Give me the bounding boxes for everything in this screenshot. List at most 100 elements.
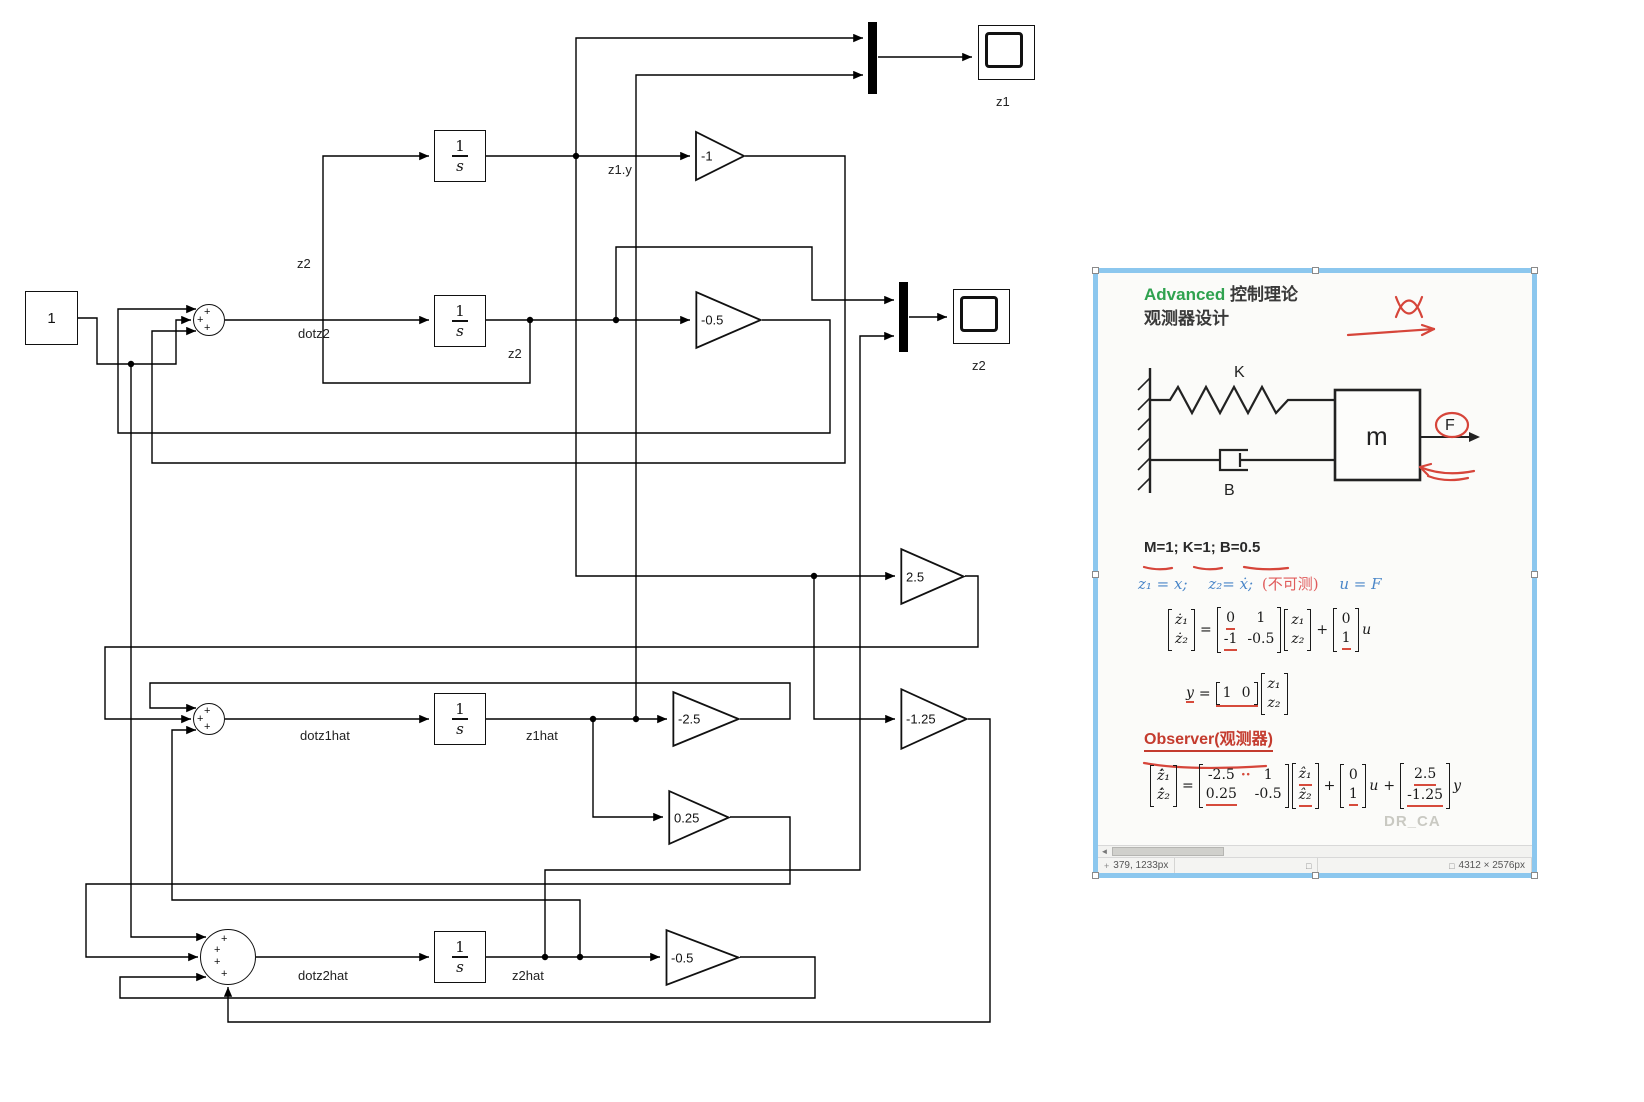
sum-block-z1hat[interactable]: + + + xyxy=(193,703,225,735)
plus-sign: + xyxy=(1316,622,1329,638)
l-matrix: 2.5 -1.25 xyxy=(1400,763,1450,809)
red-dots-annotation: ·· xyxy=(1240,767,1251,783)
damper-label: B xyxy=(1224,482,1235,499)
scope-icon xyxy=(985,32,1023,68)
matrix-cell: ẑ₂ xyxy=(1298,786,1312,807)
signal-label-z1hat: z1hat xyxy=(526,728,558,743)
scope-z2[interactable] xyxy=(953,289,1010,344)
image-size: □ 4312 × 2576px xyxy=(1443,858,1532,873)
integrator-z2hat[interactable]: 1 s xyxy=(434,931,486,983)
integrator-symbol: 1 s xyxy=(452,139,468,173)
mux-z1[interactable] xyxy=(868,22,877,94)
state-vector: z₁ z₂ xyxy=(1284,609,1312,651)
matrix-cell: z₂ xyxy=(1291,631,1305,647)
matrix-cell: -1 xyxy=(1223,630,1238,651)
integrator-z1[interactable]: 1 s xyxy=(434,130,486,182)
output-y: y xyxy=(1186,685,1194,703)
gain-neg0p5-observer[interactable]: -0.5 xyxy=(665,929,740,986)
junction-dot xyxy=(572,152,580,160)
watermark: DR_CA xyxy=(1384,813,1441,830)
output-equation: y = 1 0 z₁ z₂ xyxy=(1186,673,1288,715)
frac-num: 1 xyxy=(455,938,465,957)
matrix-cell: -2.5 xyxy=(1207,767,1235,783)
scrollbar-thumb[interactable] xyxy=(1112,847,1224,856)
selection-handle[interactable] xyxy=(1531,571,1538,578)
b-matrix: 0 1 xyxy=(1333,608,1360,652)
frac-bar xyxy=(452,155,468,157)
gain-neg0p5[interactable]: -0.5 xyxy=(695,291,762,349)
matrix-cell: 0 xyxy=(1341,611,1351,627)
observer-a-matrix: -2.5 ·· 1 0.25 -0.5 xyxy=(1198,764,1289,808)
equals-sign: = xyxy=(1200,622,1212,638)
frac-num: 1 xyxy=(455,302,465,321)
frac-num: 1 xyxy=(455,700,465,719)
constant-block[interactable]: 1 xyxy=(25,291,78,345)
integrator-symbol: 1 s xyxy=(452,702,468,736)
observer-equation: ẑ̇₁ ẑ̇₂ = -2.5 ·· 1 0.25 -0.5 ẑ₁ ẑ₂ + xyxy=(1150,763,1461,809)
selection-handle[interactable] xyxy=(1312,872,1319,879)
gain-neg1[interactable]: -1 xyxy=(695,131,745,181)
parameters-text: M=1; K=1; B=0.5 xyxy=(1144,539,1261,556)
matrix-cell: z₁ xyxy=(1291,612,1305,628)
notes-subtitle: 观测器设计 xyxy=(1144,309,1229,328)
matrix-cell: 0.25 xyxy=(1205,785,1237,806)
scope-z1[interactable] xyxy=(978,25,1035,80)
output-y: y xyxy=(1453,778,1461,794)
selection-handle[interactable] xyxy=(1092,872,1099,879)
plus-sign: + xyxy=(1383,778,1396,794)
selection-handle[interactable] xyxy=(1092,571,1099,578)
signal-label-z2hat: z2hat xyxy=(512,968,544,983)
matrix-cell: 1 xyxy=(1348,785,1358,806)
selection-handle[interactable] xyxy=(1312,267,1319,274)
signal-label-z2-out: z2 xyxy=(508,346,522,361)
frac-den: s xyxy=(456,156,464,175)
gain-2p5[interactable]: 2.5 xyxy=(900,548,965,605)
mux-z2[interactable] xyxy=(899,282,908,352)
b-matrix: 0 1 xyxy=(1340,764,1367,808)
selection-handle[interactable] xyxy=(1531,872,1538,879)
sum-block-z2hat[interactable]: + + + + xyxy=(200,929,256,985)
equals-sign: = xyxy=(1198,686,1211,702)
junction-dot xyxy=(810,572,818,580)
wire xyxy=(575,156,895,581)
gain-neg2p5[interactable]: -2.5 xyxy=(672,691,740,747)
plus-sign: + xyxy=(204,322,211,334)
plus-sign: + xyxy=(221,933,228,945)
def-z2: z₂= ẋ; xyxy=(1208,575,1254,593)
matrix-cell: z₁ xyxy=(1267,676,1281,692)
selection-handle[interactable] xyxy=(1092,267,1099,274)
sum-block-plant[interactable]: + + + xyxy=(193,304,225,336)
wire xyxy=(171,725,581,957)
gain-neg1p25[interactable]: -1.25 xyxy=(900,688,968,750)
junction-dot xyxy=(589,715,597,723)
wire xyxy=(78,315,191,365)
gain-value: -1.25 xyxy=(906,711,936,727)
matrix-cell: ż₂ xyxy=(1175,631,1188,647)
state-definitions: z₁ = x; z₂= ẋ; (不可测) u = F xyxy=(1138,573,1382,594)
signal-label-z1y: z1.y xyxy=(608,162,632,177)
gain-value: -0.5 xyxy=(701,312,724,328)
force-label: F xyxy=(1445,417,1455,434)
frac-den: s xyxy=(456,321,464,340)
matrix-cell: z₂ xyxy=(1267,695,1281,711)
def-u: u = F xyxy=(1339,575,1382,593)
dimensions-icon: □ xyxy=(1449,860,1455,871)
scroll-left-arrow-icon[interactable]: ◄ xyxy=(1100,847,1109,856)
wire xyxy=(104,575,979,724)
matrix-cell: 1 xyxy=(1256,610,1266,626)
equals-sign: = xyxy=(1182,778,1194,794)
notes-image-panel[interactable]: Advanced 控制理论 观测器设计 K B m xyxy=(1092,267,1538,879)
selection-handle[interactable] xyxy=(1531,267,1538,274)
junction-dot xyxy=(526,316,534,324)
gain-0p25[interactable]: 0.25 xyxy=(668,790,730,845)
horizontal-scrollbar[interactable]: ◄ xyxy=(1098,845,1532,858)
signal-label-dotz2hat: dotz2hat xyxy=(298,968,348,983)
def-unmeasurable: (不可测) xyxy=(1261,575,1319,593)
cursor-position: + 379, 1233px xyxy=(1098,858,1176,873)
gain-value: -0.5 xyxy=(671,950,694,965)
matrix-cell: ẑ₁ xyxy=(1298,765,1312,786)
title-en: Advanced xyxy=(1144,285,1226,304)
scope-z2-label: z2 xyxy=(972,358,986,373)
integrator-z1hat[interactable]: 1 s xyxy=(434,693,486,745)
integrator-z2[interactable]: 1 s xyxy=(434,295,486,347)
